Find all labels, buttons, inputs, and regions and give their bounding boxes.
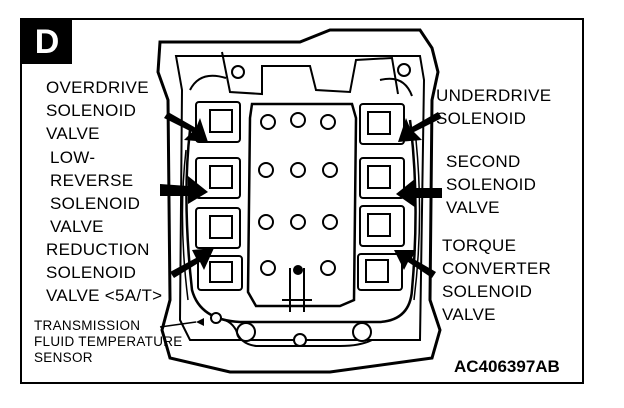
label-second-solenoid-valve: SECOND SOLENOID VALVE [446, 152, 537, 217]
left-solenoids [195, 101, 243, 291]
arrow-reduction [170, 248, 214, 278]
valve-body-plate [246, 102, 358, 308]
arrow-torque-converter [394, 250, 436, 278]
figure-badge: D [22, 20, 72, 64]
label-reduction-solenoid-valve: REDUCTION SOLENOID VALVE <5A/T> [46, 240, 163, 305]
figure-code: AC406397AB [454, 357, 560, 376]
label-overdrive-solenoid-valve: OVERDRIVE SOLENOID VALVE [46, 78, 149, 143]
arrow-low-reverse [160, 176, 208, 204]
arrow-second [396, 178, 442, 208]
right-solenoids [357, 103, 405, 291]
label-transmission-fluid-temperature-sensor: TRANSMISSION FLUID TEMPERATURE SENSOR [34, 318, 183, 365]
label-underdrive-solenoid: UNDERDRIVE SOLENOID [436, 86, 552, 128]
leader-fluid-temp [159, 321, 197, 328]
label-low-reverse-solenoid-valve: LOW- REVERSE SOLENOID VALVE [50, 148, 141, 236]
arrow-overdrive [164, 112, 208, 142]
arrow-underdrive [398, 112, 442, 142]
pointer-arrows [160, 112, 442, 278]
wiring-harness [185, 119, 417, 324]
label-torque-converter-solenoid-valve: TORQUE CONVERTER SOLENOID VALVE [442, 236, 552, 324]
